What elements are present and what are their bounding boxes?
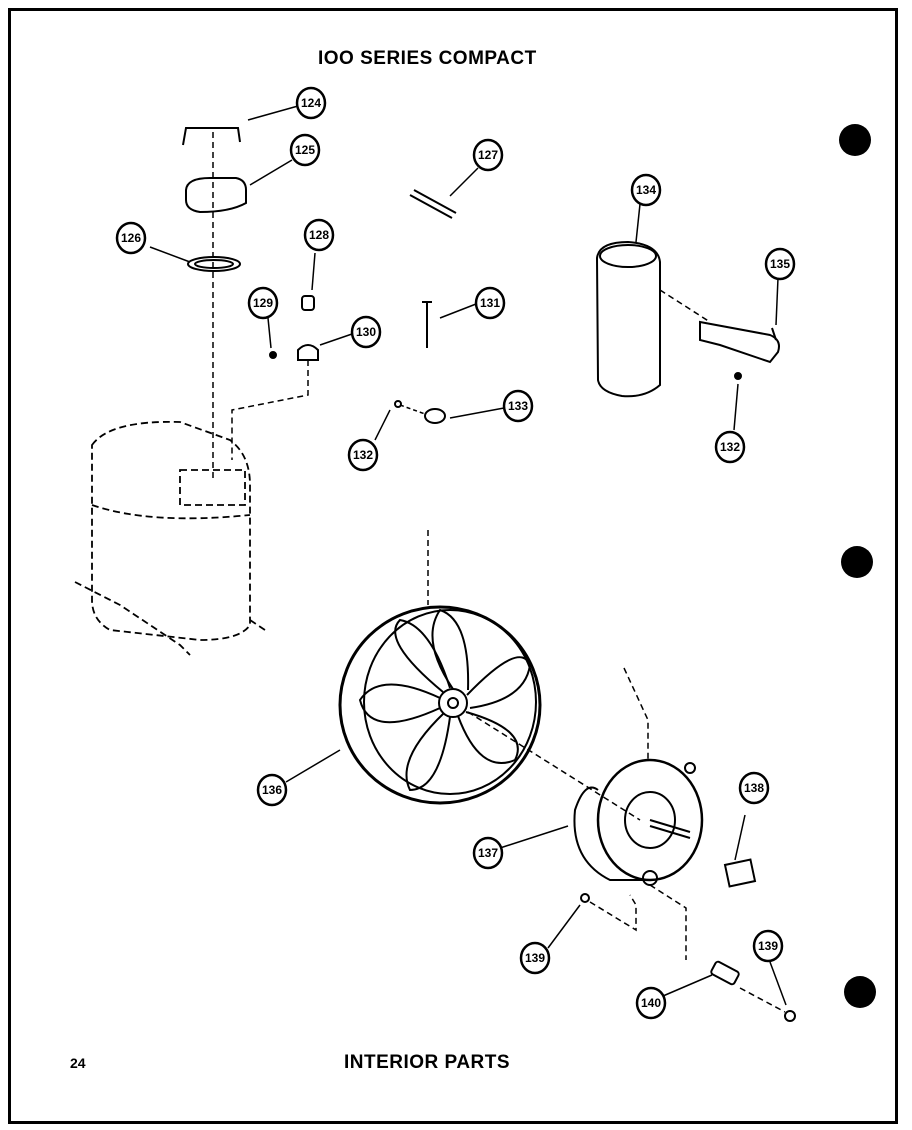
assembly-line	[589, 894, 637, 932]
callout-label: 128	[309, 228, 329, 242]
callout-138: 138	[738, 771, 770, 805]
grommet-part	[301, 295, 315, 311]
leader-lines	[149, 105, 787, 1006]
callout-132: 132	[714, 430, 746, 464]
nut-part	[784, 1010, 796, 1022]
callout-139: 139	[752, 929, 784, 963]
screw-part	[734, 372, 742, 380]
assembly-line	[739, 987, 786, 1013]
callout-group: 124 125 126 127 128 129 130 131 132 133 134 135 132 1…	[115, 86, 796, 1020]
callout-label: 137	[478, 846, 498, 860]
assembly-line	[231, 360, 309, 460]
callout-label: 130	[356, 325, 376, 339]
page-title: IOO SERIES COMPACT	[318, 48, 537, 69]
callout-label: 138	[744, 781, 764, 795]
assembly-line	[623, 667, 649, 760]
callout-label: 139	[758, 939, 778, 953]
callout-label: 124	[301, 96, 321, 110]
compressor-part	[74, 420, 269, 656]
binder-hole	[841, 546, 873, 578]
callout-label: 127	[478, 148, 498, 162]
callout-label: 140	[641, 996, 661, 1010]
assembly-line	[399, 404, 426, 415]
callout-140: 140	[635, 986, 667, 1020]
callout-130: 130	[350, 315, 382, 349]
callout-label: 134	[636, 183, 656, 197]
callout-135: 135	[764, 247, 796, 281]
motor-part	[573, 758, 704, 886]
gasket-part	[187, 256, 241, 272]
screw-part	[394, 400, 402, 408]
callout-label: 132	[720, 440, 740, 454]
binder-hole	[844, 976, 876, 1008]
page-number: 24	[70, 1055, 86, 1071]
capacitor-part	[595, 240, 661, 398]
bracket-part	[699, 320, 780, 364]
page-border	[8, 8, 898, 1124]
leader-line	[734, 814, 746, 861]
callout-129: 129	[247, 286, 279, 320]
callout-134: 134	[630, 173, 662, 207]
nut-part	[580, 893, 590, 903]
fan-blade-part	[338, 605, 542, 805]
callout-label: 129	[253, 296, 273, 310]
gasket-part-inner	[194, 259, 234, 269]
bracket-tab	[771, 327, 777, 341]
plate-part	[723, 858, 757, 888]
pin-part	[409, 189, 457, 219]
callout-label: 139	[525, 951, 545, 965]
callout-124: 124	[295, 86, 327, 120]
capacitor-top	[599, 244, 657, 268]
wire-clip-part	[182, 127, 241, 146]
callout-132: 132	[347, 438, 379, 472]
section-title: INTERIOR PARTS	[344, 1052, 511, 1073]
callout-131: 131	[474, 286, 506, 320]
binder-hole	[839, 124, 871, 156]
callout-label: 131	[480, 296, 500, 310]
callout-127: 127	[472, 138, 504, 172]
callout-128: 128	[303, 218, 335, 252]
mount-part	[297, 344, 319, 361]
clamp-part	[424, 408, 446, 424]
screw-part	[269, 351, 277, 359]
assembly-line	[649, 884, 687, 960]
callout-126: 126	[115, 221, 147, 255]
callout-133: 133	[502, 389, 534, 423]
callout-label: 132	[353, 448, 373, 462]
callout-label: 135	[770, 257, 790, 271]
screw-part	[422, 301, 432, 348]
assembly-line	[467, 711, 641, 821]
terminal-cover-part	[185, 177, 247, 214]
callout-label: 125	[295, 143, 315, 157]
callout-label: 136	[262, 783, 282, 797]
callout-label: 133	[508, 399, 528, 413]
assembly-line	[659, 289, 711, 323]
callout-label: 126	[121, 231, 141, 245]
stud-part	[710, 960, 740, 986]
callout-137: 137	[472, 836, 504, 870]
callout-139: 139	[519, 941, 551, 975]
callout-136: 136	[256, 773, 288, 807]
callout-125: 125	[289, 133, 321, 167]
